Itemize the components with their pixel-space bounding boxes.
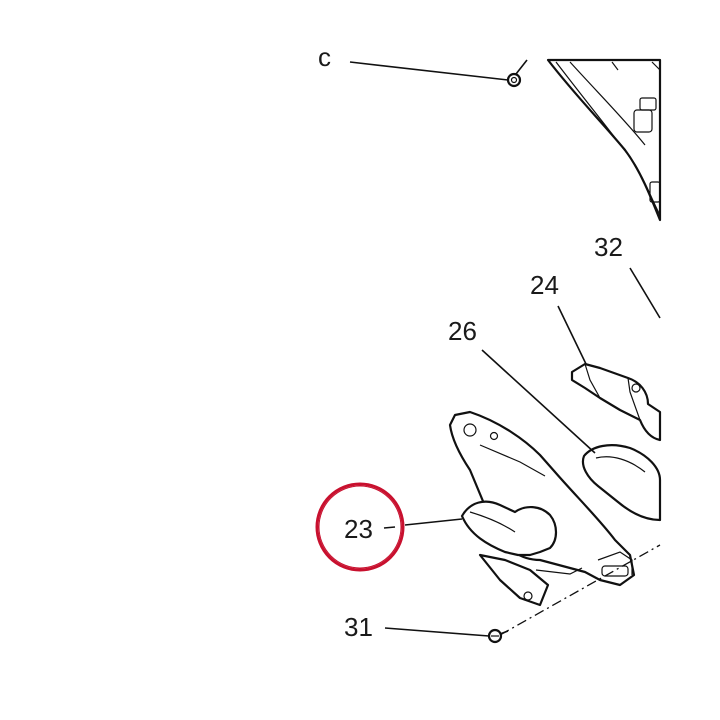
callout-c: c xyxy=(318,42,331,72)
highlight-circle-23 xyxy=(315,482,405,572)
callout-23: 23 xyxy=(344,514,373,544)
callout-26: 26 xyxy=(448,316,477,346)
callout-24: 24 xyxy=(530,270,559,300)
part-23 xyxy=(460,500,558,607)
leader-32 xyxy=(629,267,661,319)
leader-23 xyxy=(383,526,396,529)
callout-32: 32 xyxy=(594,232,623,262)
leader-26 xyxy=(481,349,596,454)
highlight-circle-23-inner xyxy=(318,485,402,569)
part-26 xyxy=(581,444,662,522)
bottom-screw xyxy=(487,628,509,644)
top-screw xyxy=(506,59,528,88)
main-bracket xyxy=(448,410,636,587)
leader-31 xyxy=(384,627,490,637)
upper-housing-part xyxy=(546,58,662,222)
leader-24 xyxy=(557,305,587,365)
leader-c xyxy=(349,61,509,81)
callout-31: 31 xyxy=(344,612,373,642)
part-24 xyxy=(570,362,662,442)
leader-23-ext xyxy=(404,518,463,526)
